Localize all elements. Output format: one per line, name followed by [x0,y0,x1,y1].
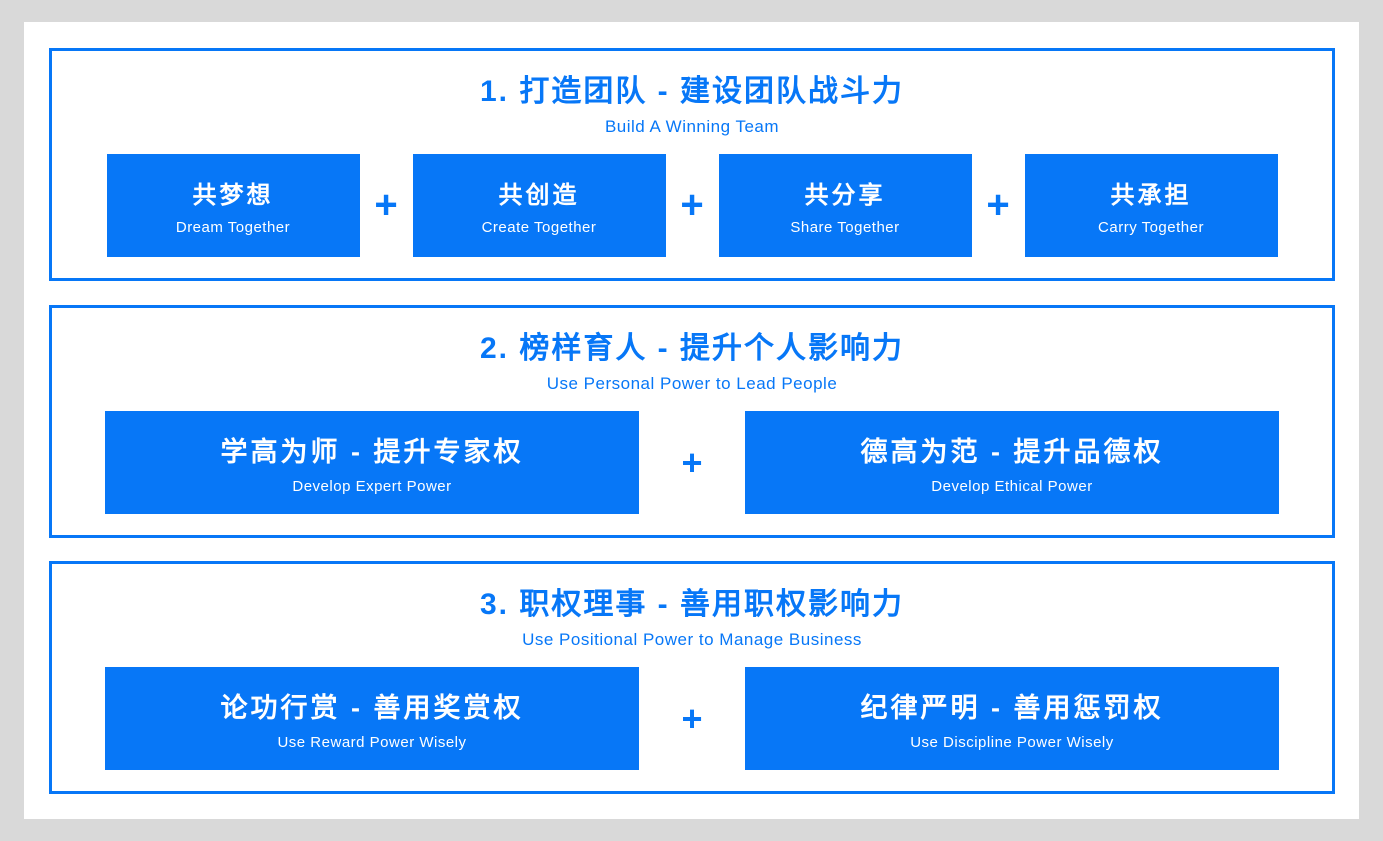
section-subtitle: Build A Winning Team [604,117,780,136]
box-title-zh: 共分享 [804,182,886,209]
box-title-zh: 学高为师 - 提升专家权 [220,437,524,467]
box-title-zh: 共创造 [498,182,580,209]
box-title-zh: 纪律严明 - 善用惩罚权 [860,693,1164,723]
box-subtitle-en: Dream Together [175,219,291,236]
box-subtitle-en: Develop Expert Power [292,478,452,495]
box-subtitle-en: Create Together [481,219,597,236]
plus-icon: + [681,442,703,483]
box-title-zh: 共梦想 [192,182,274,209]
section-title: 1. 打造团队 - 建设团队战斗力 [479,75,904,108]
concept-box-create-together: 共创造 Create Together [412,154,666,257]
section-title: 2. 榜样育人 - 提升个人影响力 [479,332,904,365]
section-boxes-row: 论功行赏 - 善用奖赏权 Use Reward Power Wisely + 纪… [52,667,1332,770]
plus-icon: + [986,183,1010,227]
section-positional-power: 3. 职权理事 - 善用职权影响力 Use Positional Power t… [49,561,1335,794]
section-boxes-row: 共梦想 Dream Together + 共创造 Create Together… [52,154,1332,257]
box-subtitle-en: Develop Ethical Power [931,478,1093,495]
plus-icon: + [680,183,704,227]
concept-box-discipline-power: 纪律严明 - 善用惩罚权 Use Discipline Power Wisely [745,667,1279,770]
concept-box-reward-power: 论功行赏 - 善用奖赏权 Use Reward Power Wisely [105,667,639,770]
box-subtitle-en: Use Reward Power Wisely [277,734,467,751]
concept-box-carry-together: 共承担 Carry Together [1024,154,1278,257]
box-subtitle-en: Carry Together [1098,219,1204,236]
section-personal-power: 2. 榜样育人 - 提升个人影响力 Use Personal Power to … [49,305,1335,538]
section-subtitle: Use Personal Power to Lead People [546,374,838,393]
box-title-zh: 德高为范 - 提升品德权 [860,437,1164,467]
plus-icon: + [374,183,398,227]
section-boxes-row: 学高为师 - 提升专家权 Develop Expert Power + 德高为范… [52,411,1332,514]
diagram-canvas: 1. 打造团队 - 建设团队战斗力 Build A Winning Team 共… [24,22,1359,819]
box-title-zh: 论功行赏 - 善用奖赏权 [220,693,524,723]
box-subtitle-en: Share Together [790,219,900,236]
section-title: 3. 职权理事 - 善用职权影响力 [479,588,904,621]
section-build-team: 1. 打造团队 - 建设团队战斗力 Build A Winning Team 共… [49,48,1335,281]
box-title-zh: 共承担 [1110,182,1192,209]
concept-box-ethical-power: 德高为范 - 提升品德权 Develop Ethical Power [745,411,1279,514]
plus-icon: + [681,698,703,739]
concept-box-expert-power: 学高为师 - 提升专家权 Develop Expert Power [105,411,639,514]
box-subtitle-en: Use Discipline Power Wisely [910,734,1114,751]
concept-box-dream-together: 共梦想 Dream Together [106,154,360,257]
concept-box-share-together: 共分享 Share Together [718,154,972,257]
section-subtitle: Use Positional Power to Manage Business [522,630,862,649]
